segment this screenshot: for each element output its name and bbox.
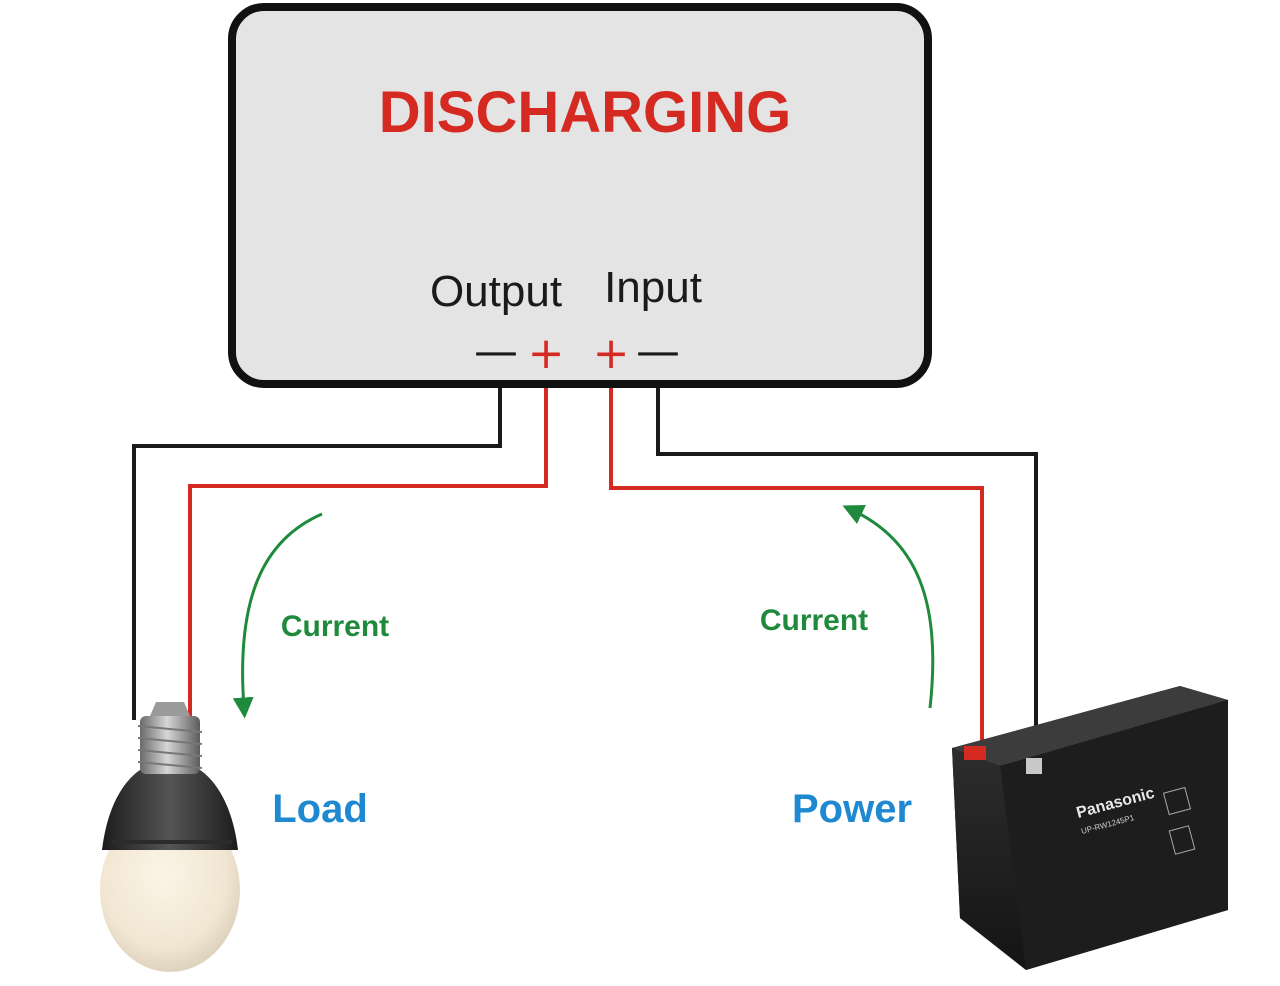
input-negative-wire	[656, 388, 1038, 755]
power-label: Power	[792, 787, 912, 831]
output-positive-wire	[188, 388, 548, 770]
right-current-arrow	[842, 504, 935, 709]
output-plus-symbol: +	[528, 328, 565, 379]
input-minus-symbol: —	[636, 326, 680, 377]
light-bulb	[100, 702, 240, 972]
output-minus-symbol: —	[474, 326, 518, 377]
battery: Panasonic UP-RW1245P1	[952, 686, 1228, 970]
output-label: Output	[430, 267, 562, 316]
left-current-arrow	[232, 512, 323, 719]
input-plus-symbol: +	[593, 328, 630, 379]
input-positive-wire	[609, 388, 984, 750]
box-title: DISCHARGING	[379, 80, 791, 145]
output-negative-wire	[132, 388, 502, 720]
right-current-label: Current	[760, 604, 868, 637]
left-current-label: Current	[281, 610, 389, 643]
input-label: Input	[604, 263, 702, 312]
load-label: Load	[272, 787, 368, 831]
controller-box	[228, 3, 932, 388]
